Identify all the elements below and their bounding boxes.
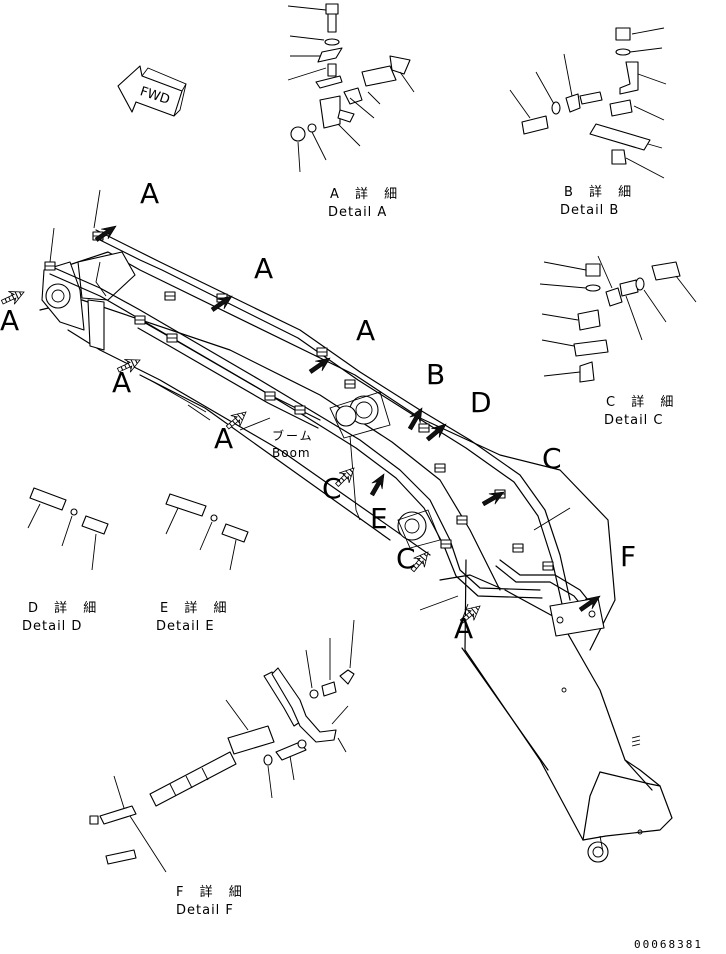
detail-c-title-en: Detail C: [604, 413, 664, 428]
callout-f: F: [620, 540, 636, 573]
callout-a: A: [140, 177, 159, 210]
callout-a: A: [214, 422, 233, 455]
detail-d-title-jp: D 詳 細: [28, 600, 102, 616]
detail-a-title-en: Detail A: [328, 205, 387, 220]
detail-f: F 詳 細 Detail F: [89, 619, 355, 918]
detail-c-title-jp: C 詳 細: [606, 394, 679, 410]
callout-a: A: [254, 252, 273, 285]
boom-label-en: Boom: [272, 446, 311, 460]
fwd-arrow: FWD: [117, 65, 187, 117]
detail-a: A 詳 細 Detail A: [287, 3, 415, 220]
detail-b-title-jp: B 詳 細: [564, 184, 637, 200]
boom-assembly: A A A A A A A B D C C C E F ブーム Boom: [0, 177, 673, 863]
callout-c: C: [322, 472, 342, 505]
callout-d: D: [470, 386, 492, 419]
detail-a-title-jp: A 詳 細: [330, 186, 403, 202]
callout-c: C: [542, 442, 562, 475]
detail-b: B 詳 細 Detail B: [509, 27, 667, 218]
callout-b: B: [426, 358, 445, 391]
callout-a: A: [356, 314, 375, 347]
callout-a: A: [112, 366, 131, 399]
callout-c: C: [396, 542, 416, 575]
boom-label-jp: ブーム: [272, 428, 314, 443]
detail-c: C 詳 細 Detail C: [539, 255, 697, 428]
detail-b-title-en: Detail B: [560, 203, 619, 218]
callout-a: A: [0, 304, 19, 337]
callout-a: A: [454, 612, 473, 645]
detail-d-title-en: Detail D: [22, 619, 82, 634]
detail-e: E 詳 細 Detail E: [156, 493, 249, 634]
detail-f-title-jp: F 詳 細: [176, 884, 248, 900]
callout-e: E: [370, 502, 388, 535]
detail-d: D 詳 細 Detail D: [22, 487, 109, 634]
detail-e-title-en: Detail E: [156, 619, 215, 634]
detail-e-title-jp: E 詳 細: [160, 600, 232, 616]
detail-f-title-en: Detail F: [176, 903, 234, 918]
drawing-code: 00068381: [634, 938, 703, 951]
